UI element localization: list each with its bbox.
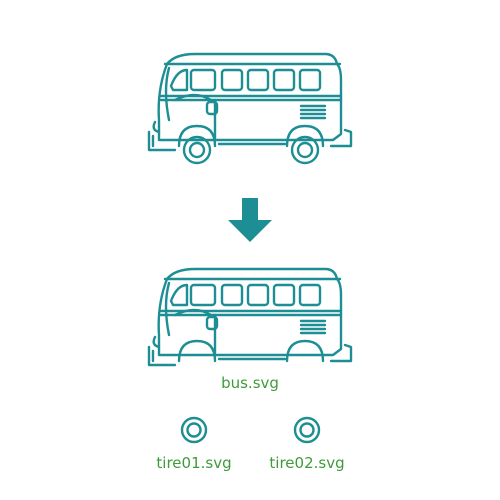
tire02-svg-label: tire02.svg <box>269 454 345 472</box>
tire-icon <box>180 416 208 444</box>
arrow-down-icon <box>228 198 272 242</box>
bus-with-tires-illustration <box>147 52 353 165</box>
tire01-svg-label: tire01.svg <box>156 454 232 472</box>
bus-body-illustration <box>147 267 353 367</box>
tire-icon <box>293 416 321 444</box>
bus-svg-label: bus.svg <box>221 374 279 392</box>
